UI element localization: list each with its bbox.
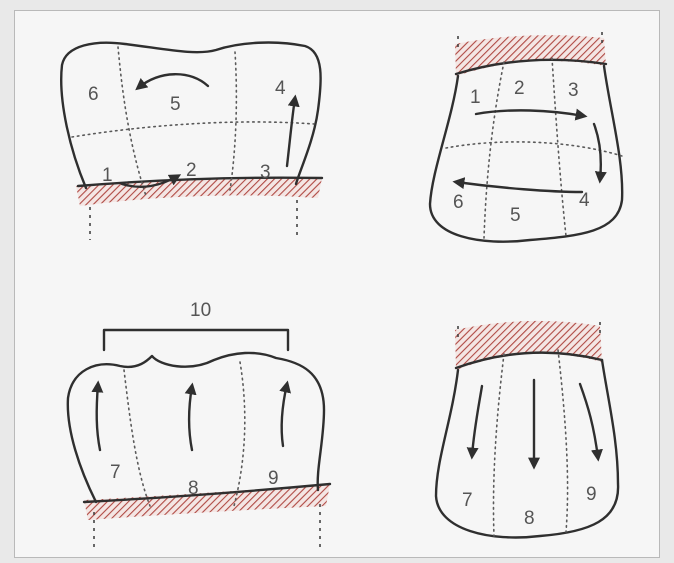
region-label: 5 bbox=[510, 205, 521, 226]
region-label: 5 bbox=[170, 94, 181, 115]
region-label: 9 bbox=[268, 468, 279, 489]
arrow-5-to-6 bbox=[138, 74, 208, 88]
arrow-9-down bbox=[580, 384, 598, 458]
section-line bbox=[558, 350, 568, 532]
arrow-9-up bbox=[282, 384, 287, 446]
arrow-8-up bbox=[189, 386, 192, 450]
region-label: 1 bbox=[102, 165, 113, 186]
section-line bbox=[72, 122, 314, 137]
section-line bbox=[446, 142, 622, 156]
section-line bbox=[234, 362, 245, 506]
arrow-1-to-3 bbox=[476, 110, 584, 116]
region-label: 6 bbox=[453, 192, 464, 213]
region-label: 7 bbox=[462, 490, 473, 511]
region-label: 8 bbox=[188, 478, 199, 499]
region-label: 9 bbox=[586, 484, 597, 505]
region-label: 3 bbox=[568, 80, 579, 101]
gum-hatch bbox=[455, 35, 606, 76]
region-label: 4 bbox=[579, 190, 590, 211]
region-label: 4 bbox=[275, 78, 286, 99]
arrow-4-to-6 bbox=[456, 182, 582, 192]
bottom-left-tooth: 10 7 8 9 bbox=[68, 300, 330, 548]
region-label: 7 bbox=[110, 462, 121, 483]
section-line bbox=[484, 62, 504, 238]
region-label: 3 bbox=[260, 162, 271, 183]
top-right-tooth: 1 2 3 6 5 4 bbox=[430, 32, 622, 242]
region-label: 2 bbox=[514, 78, 525, 99]
bracket-label: 10 bbox=[190, 300, 211, 321]
section-line bbox=[230, 52, 236, 190]
gum-hatch bbox=[455, 321, 602, 370]
gum-hatch bbox=[76, 178, 322, 206]
top-left-tooth: 6 5 4 1 2 3 bbox=[61, 43, 322, 240]
arrow-3-to-4 bbox=[594, 124, 601, 180]
bracket bbox=[104, 330, 288, 350]
section-line bbox=[118, 47, 146, 196]
arrow-3-to-4 bbox=[287, 98, 295, 166]
section-line bbox=[124, 370, 150, 506]
region-label: 1 bbox=[470, 87, 481, 108]
region-label: 2 bbox=[186, 160, 197, 181]
bottom-right-tooth: 7 8 9 bbox=[436, 321, 618, 538]
tooth-outline bbox=[430, 66, 622, 242]
section-line bbox=[493, 354, 504, 536]
arrow-7-up bbox=[97, 384, 100, 450]
region-label: 6 bbox=[88, 84, 99, 105]
gum-hatch bbox=[84, 484, 330, 520]
arrow-7-down bbox=[472, 386, 482, 456]
region-label: 8 bbox=[524, 508, 535, 529]
section-line bbox=[552, 58, 566, 236]
